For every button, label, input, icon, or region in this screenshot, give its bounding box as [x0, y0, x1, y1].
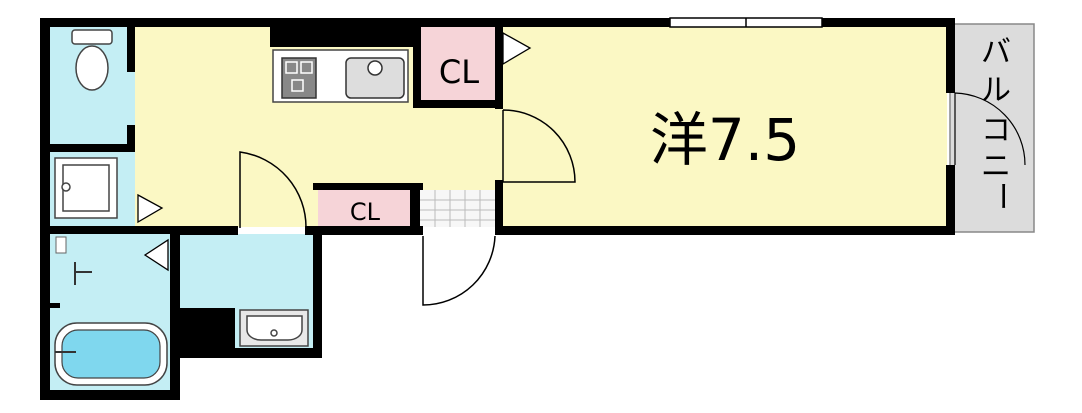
doors [239, 92, 1026, 306]
entrance-tiles [420, 190, 500, 227]
balcony-char-5: ー [984, 181, 1019, 211]
shower-icon [74, 262, 92, 285]
washing-machine-icon [54, 157, 118, 219]
walls [40, 17, 955, 400]
bathtub-icon [54, 322, 168, 386]
closet-upper [418, 27, 500, 103]
closet-upper-label: CL [439, 53, 479, 91]
balcony [949, 23, 1035, 233]
toilet-icon [71, 29, 113, 91]
balcony-char-2: ル [981, 73, 1011, 108]
kitchen-sink-icon [345, 57, 405, 99]
balcony-char-3: コ [981, 113, 1011, 148]
balcony-char-1: バ [981, 35, 1011, 70]
main-room-label: 洋7.5 [650, 106, 800, 174]
balcony-label: バ ル コ ニ ー [981, 35, 1019, 211]
closet-lower-label: CL [350, 198, 381, 226]
wash-basin-icon [239, 309, 309, 347]
balcony-char-4: ニ [981, 149, 1011, 184]
main-room [500, 27, 947, 227]
closet-door-marks [137, 31, 532, 272]
closet-lower [318, 190, 413, 227]
